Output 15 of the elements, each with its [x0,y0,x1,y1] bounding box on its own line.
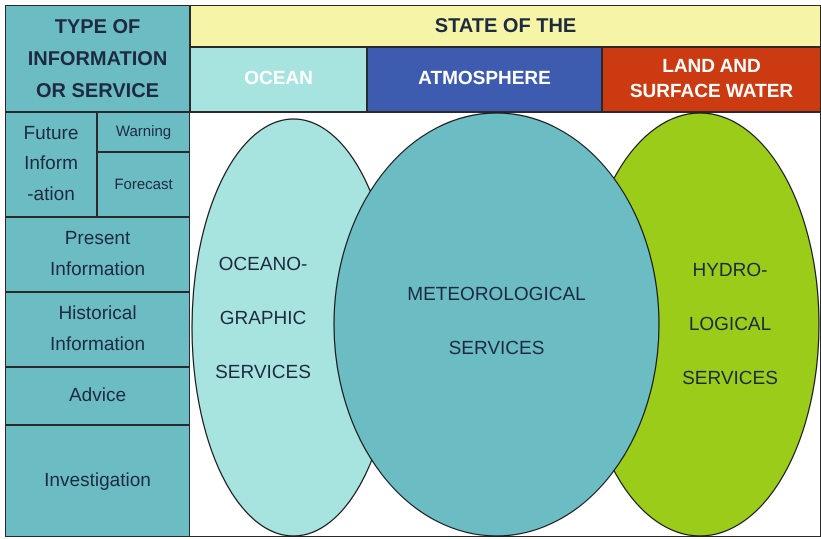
header-cell: TYPE OF INFORMATION OR SERVICE [5,5,190,112]
row-header: Warning [97,112,190,152]
row-header: Forecast [97,152,190,217]
row-header: Future Inform -ation [5,112,97,217]
header-cell: STATE OF THE [190,5,821,47]
row-header: Investigation [5,425,190,537]
ellipse-label: HYDRO- LOGICAL SERVICES [681,259,779,391]
ellipse-label: OCEANO- GRAPHIC SERVICES [214,253,312,385]
column-header: LAND AND SURFACE WATER [602,47,821,112]
column-header: ATMOSPHERE [367,47,602,112]
row-header: Present Information [5,217,190,292]
row-header: Advice [5,367,190,425]
row-header: Historical Information [5,292,190,367]
ellipse-label: METEOROLOGICAL SERVICES [406,283,587,361]
column-header: OCEAN [190,47,367,112]
